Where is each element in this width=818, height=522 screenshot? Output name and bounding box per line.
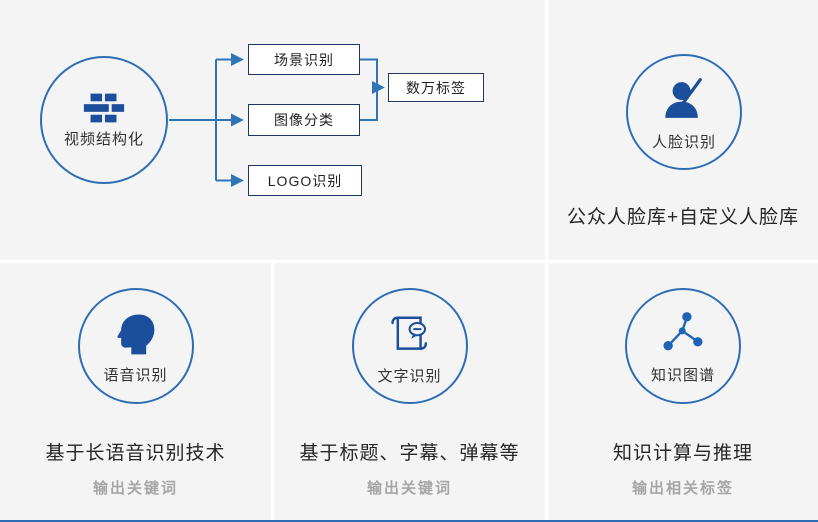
knowledge-graph-circle: 知识图谱 <box>625 288 741 404</box>
flow-box-scene-recognition: 场景识别 <box>248 44 360 75</box>
text-caption: 基于标题、字幕、弹幕等 <box>299 443 520 464</box>
knowledge-caption: 知识计算与推理 <box>612 443 753 464</box>
video-structuring-label: 视频结构化 <box>63 131 144 148</box>
speech-recognition-circle: 语音识别 <box>77 288 194 404</box>
knowledge-graph-label: 知识图谱 <box>650 367 715 384</box>
speech-tagline: 输出关键词 <box>92 480 178 497</box>
panel-face-recognition: 人脸识别 公众人脸库+自定义人脸库 <box>548 0 818 260</box>
blocks-icon <box>83 93 125 123</box>
text-recognition-label: 文字识别 <box>377 368 442 385</box>
bottom-accent-rule <box>0 520 818 522</box>
video-structuring-circle: 视频结构化 <box>40 56 168 184</box>
head-profile-icon <box>116 314 154 355</box>
face-recognition-label: 人脸识别 <box>651 134 716 151</box>
panel-video-structuring: 视频结构化 场景识别 图像分类 LOGO识别 数万标签 <box>0 0 545 260</box>
scroll-chat-icon <box>390 316 427 350</box>
text-tagline: 输出关键词 <box>366 480 452 497</box>
speech-caption: 基于长语音识别技术 <box>45 443 226 464</box>
flow-box-tags-result: 数万标签 <box>388 73 484 102</box>
panel-knowledge-graph: 知识图谱 知识计算与推理 输出相关标签 <box>548 263 818 520</box>
panel-speech-recognition: 语音识别 基于长语音识别技术 输出关键词 <box>0 263 271 520</box>
panel-text-recognition: 文字识别 基于标题、字幕、弹幕等 输出关键词 <box>274 263 545 520</box>
flow-box-logo-recognition: LOGO识别 <box>248 165 362 196</box>
face-library-caption: 公众人脸库+自定义人脸库 <box>566 207 800 228</box>
flow-connector-lines <box>169 53 385 187</box>
flow-box-image-classification: 图像分类 <box>248 104 360 136</box>
speech-recognition-label: 语音识别 <box>103 367 168 384</box>
person-pen-icon <box>665 78 702 118</box>
knowledge-tagline: 输出相关标签 <box>631 480 734 497</box>
text-recognition-circle: 文字识别 <box>351 288 468 404</box>
graph-nodes-icon <box>663 312 703 351</box>
face-recognition-circle: 人脸识别 <box>626 54 742 170</box>
